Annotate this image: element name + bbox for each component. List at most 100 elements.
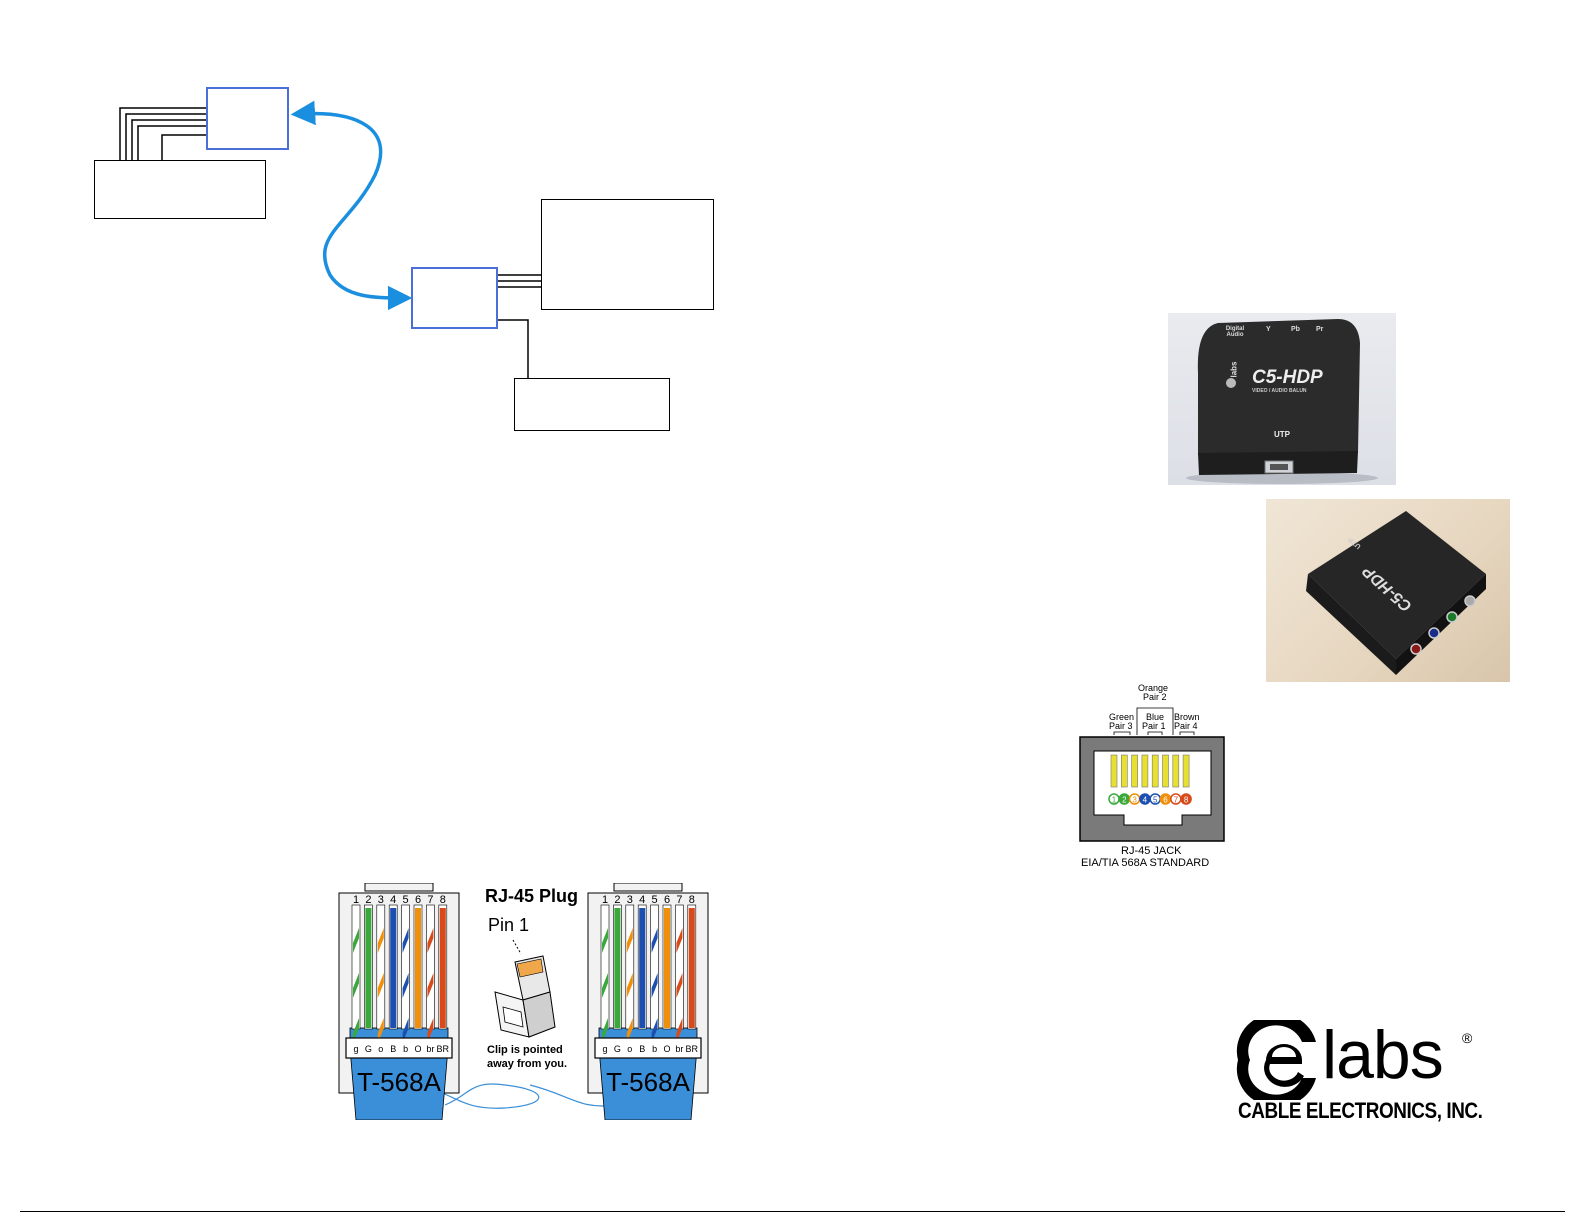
product-photo-angled: C5-HDP UTP	[1266, 499, 1510, 682]
plug-pin-number: 8	[689, 894, 695, 906]
jack-pin-contact	[1110, 754, 1118, 788]
plug-pin-number: 3	[627, 894, 633, 906]
plug-wire-channel	[650, 904, 659, 1030]
plug-wire-stripe	[602, 1018, 608, 1043]
plug-pin-number: 5	[652, 894, 658, 906]
plug-wire-code: b	[403, 1044, 408, 1054]
port-label-pr: Pr	[1316, 326, 1324, 333]
plug-pin-number: 1	[353, 894, 359, 906]
plug-wire-code: g	[602, 1044, 607, 1054]
product-photo-front: Digital Audio Y Pb Pr labs C5-HDP VIDEO …	[1168, 313, 1396, 485]
plug-latch	[364, 882, 434, 892]
plug-wire-solid	[365, 908, 372, 1028]
plug-wire-solid	[390, 908, 397, 1028]
plug-wire-channel	[675, 904, 684, 1030]
plug-wire-stripe	[626, 1018, 633, 1043]
plug-title: RJ-45 Plug	[485, 886, 579, 906]
plug-wire-code: B	[390, 1044, 396, 1054]
plug-wire-code: B	[639, 1044, 645, 1054]
jack-pin-number: 4	[1143, 796, 1148, 805]
jack-pin-contact	[1172, 754, 1180, 788]
plug-pin-number: 6	[415, 894, 421, 906]
plug-pin-number: 1	[602, 894, 608, 906]
display-device-box	[541, 199, 714, 310]
plug-wiring-diagram: RJ-45 Plug Pin 1 Clip is pointed away fr…	[330, 880, 720, 1121]
plug-pin-number: 5	[403, 894, 409, 906]
jack-pin-contact	[1131, 754, 1138, 788]
plug-wire-stripe	[626, 973, 633, 998]
plug-wire-solid	[639, 908, 646, 1028]
company-logo: e labs ® CABLE ELECTRONICS, INC.	[1236, 1017, 1483, 1130]
plug-wire-code: br	[675, 1044, 683, 1054]
jack-caption-1: RJ-45 JACK	[1121, 845, 1182, 857]
display-wires	[498, 274, 541, 378]
plug-wire-stripe	[402, 973, 409, 998]
source-device-box	[94, 160, 266, 219]
jack-pin-contact	[1182, 754, 1190, 788]
jack-caption-2: EIA/TIA 568A STANDARD	[1081, 857, 1210, 869]
logo-registered: ®	[1462, 1030, 1473, 1046]
jack-green-pair-label: Pair 3	[1109, 721, 1133, 731]
plug-wire-stripe	[676, 973, 683, 998]
pin1-label: Pin 1	[488, 915, 530, 935]
jack-pin-number: 7	[1174, 796, 1179, 805]
jack-pin-contact	[1162, 754, 1169, 788]
plug-wire-channel	[351, 904, 361, 1030]
footer-rule	[20, 1211, 1565, 1212]
clip-note-1: Clip is pointed	[487, 1044, 563, 1056]
plug-wire-code: g	[353, 1044, 358, 1054]
plug-pin-number: 3	[378, 894, 384, 906]
plug-wire-stripe	[353, 1018, 359, 1043]
model-subtitle: VIDEO / AUDIO BALUN	[1252, 388, 1307, 394]
plug-wire-stripe	[377, 928, 384, 953]
jack-orange-label: Orange	[1138, 683, 1169, 693]
jack-pin-number: 6	[1163, 796, 1168, 805]
plug-wire-code: G	[365, 1044, 372, 1054]
plug-wire-solid	[439, 908, 446, 1028]
plug-code-box	[345, 1037, 453, 1059]
jack-pin-contact	[1141, 754, 1149, 788]
model-label: C5-HDP	[1252, 367, 1323, 388]
jack-green-label: Green	[1109, 712, 1135, 722]
jack-pin-dot	[1180, 793, 1192, 805]
port-label-y: Y	[1266, 326, 1271, 333]
plug-wire-stripe	[377, 1018, 384, 1043]
port-label-digital-audio: Digital Audio	[1225, 326, 1245, 338]
jack-pin-number: 5	[1153, 796, 1158, 805]
plug-wire-stripe	[353, 928, 359, 953]
plug-wire-stripe	[402, 1018, 409, 1043]
plug-wire-code: o	[378, 1044, 383, 1054]
plug-code-box	[594, 1037, 702, 1059]
plug-wire-channel	[600, 904, 610, 1030]
plug-standard-label: T-568A	[606, 1067, 690, 1097]
plug-wire-stripe	[353, 973, 359, 998]
plug-wire-channel	[625, 904, 635, 1030]
plug-pin-number: 4	[639, 894, 645, 906]
utp-port-label: UTP	[1274, 430, 1290, 439]
jack-pin-number: 2	[1122, 796, 1127, 805]
jack-pin-number: 1	[1112, 796, 1117, 805]
plug-wire-stripe	[427, 928, 434, 953]
jack-orange-pair-label: Pair 2	[1143, 692, 1167, 702]
brand-small-label: labs	[1229, 361, 1239, 378]
plug-wire-code: o	[627, 1044, 632, 1054]
jack-brown-pair-label: Pair 4	[1174, 721, 1198, 731]
plug-wire-stripe	[626, 928, 633, 953]
logo-company: CABLE ELECTRONICS, INC.	[1238, 1098, 1483, 1123]
logo-name: labs	[1322, 1017, 1444, 1093]
plug-wire-code: O	[414, 1044, 421, 1054]
plug-wire-code: BR	[437, 1044, 450, 1054]
plug-wire-stripe	[427, 1018, 434, 1043]
local-balun-box	[206, 87, 289, 150]
plug-pin-number: 2	[365, 894, 371, 906]
plug-wire-stripe	[651, 928, 658, 953]
jack-pin-number: 3	[1132, 796, 1137, 805]
plug-pin-number: 7	[676, 894, 682, 906]
plug-wire-stripe	[676, 928, 683, 953]
plug-pin-number: 7	[427, 894, 433, 906]
plug-wire-code: O	[663, 1044, 670, 1054]
plug-wire-code: br	[426, 1044, 434, 1054]
utp-link-arrow	[290, 100, 413, 311]
plug-pin-number: 4	[390, 894, 396, 906]
